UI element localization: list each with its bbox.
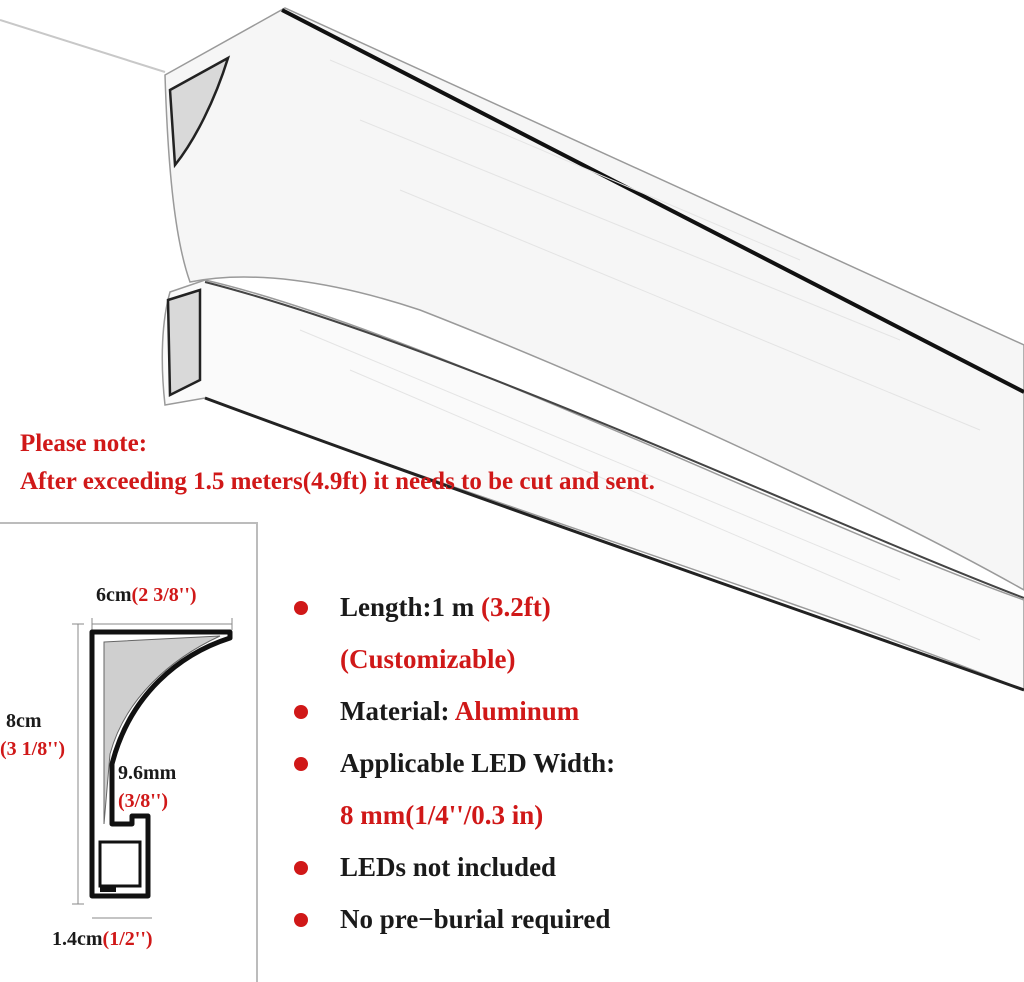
end-cap-upper [168, 55, 231, 169]
spec-length-note: (Customizable) [340, 644, 516, 674]
bullet-dot-icon [294, 601, 308, 615]
profile-base-channel [98, 840, 142, 888]
spec-leds-note: LEDs not included [290, 844, 615, 896]
spec-list: Length:1 m (3.2ft) (Customizable) Materi… [290, 584, 615, 948]
spec-material-value: Aluminum [454, 696, 580, 726]
cut-notice-text: After exceeding 1.5 meters(4.9ft) it nee… [20, 468, 655, 495]
spec-length: Length:1 m (3.2ft) [290, 584, 615, 636]
cut-notice: Please note: After exceeding 1.5 meters(… [20, 425, 655, 501]
spec-length-value: (3.2ft) [481, 592, 551, 622]
bullet-dot-icon [294, 861, 308, 875]
base-dimension: 1.4cm(1/2'') [52, 928, 153, 950]
base-dimension-alt: (1/2'') [102, 928, 153, 950]
profile-upper-face [164, 7, 1024, 591]
spec-burial-note: No pre−burial required [290, 896, 615, 948]
profile-groove-line [204, 281, 1024, 599]
spec-leds-note-text: LEDs not included [340, 852, 557, 882]
base-dimension-value: 1.4cm [52, 928, 103, 950]
spec-led-width-label: Applicable LED Width: [340, 748, 616, 778]
end-cap-lower [166, 288, 202, 398]
width-dimension: 6cm(2 3/8'') [96, 584, 197, 606]
spec-material: Material: Aluminum [290, 688, 615, 740]
cut-notice-title: Please note: [20, 430, 148, 457]
profile-lower-edge [204, 396, 1024, 692]
bullet-dot-icon [294, 913, 308, 927]
profile-top-edge [281, 8, 1024, 394]
width-dimension-alt: (2 3/8'') [131, 584, 197, 606]
spec-material-label: Material: [340, 696, 450, 726]
height-dimension-value: 8cm [6, 710, 42, 732]
spec-led-width: Applicable LED Width: [290, 740, 615, 792]
width-dimension-value: 6cm [96, 584, 132, 606]
bullet-dot-icon [294, 705, 308, 719]
spec-led-width-value: 8 mm(1/4''/0.3 in) [340, 800, 544, 830]
slot-dimension-value: 9.6mm [118, 762, 177, 784]
slot-dimension-alt: (3/8'') [118, 790, 168, 812]
height-dimension-alt: (3 1/8'') [0, 738, 65, 760]
dimension-diagram: 6cm(2 3/8'') 8cm (3 1/8'') 9.6mm (3/8'')… [0, 522, 258, 982]
profile-diffuser [103, 635, 221, 825]
profile-cross-section [72, 618, 233, 919]
spec-length-label: Length:1 m [340, 592, 475, 622]
bullet-dot-icon [294, 757, 308, 771]
spec-burial-note-text: No pre−burial required [340, 904, 611, 934]
ceiling-edge [0, 19, 166, 73]
